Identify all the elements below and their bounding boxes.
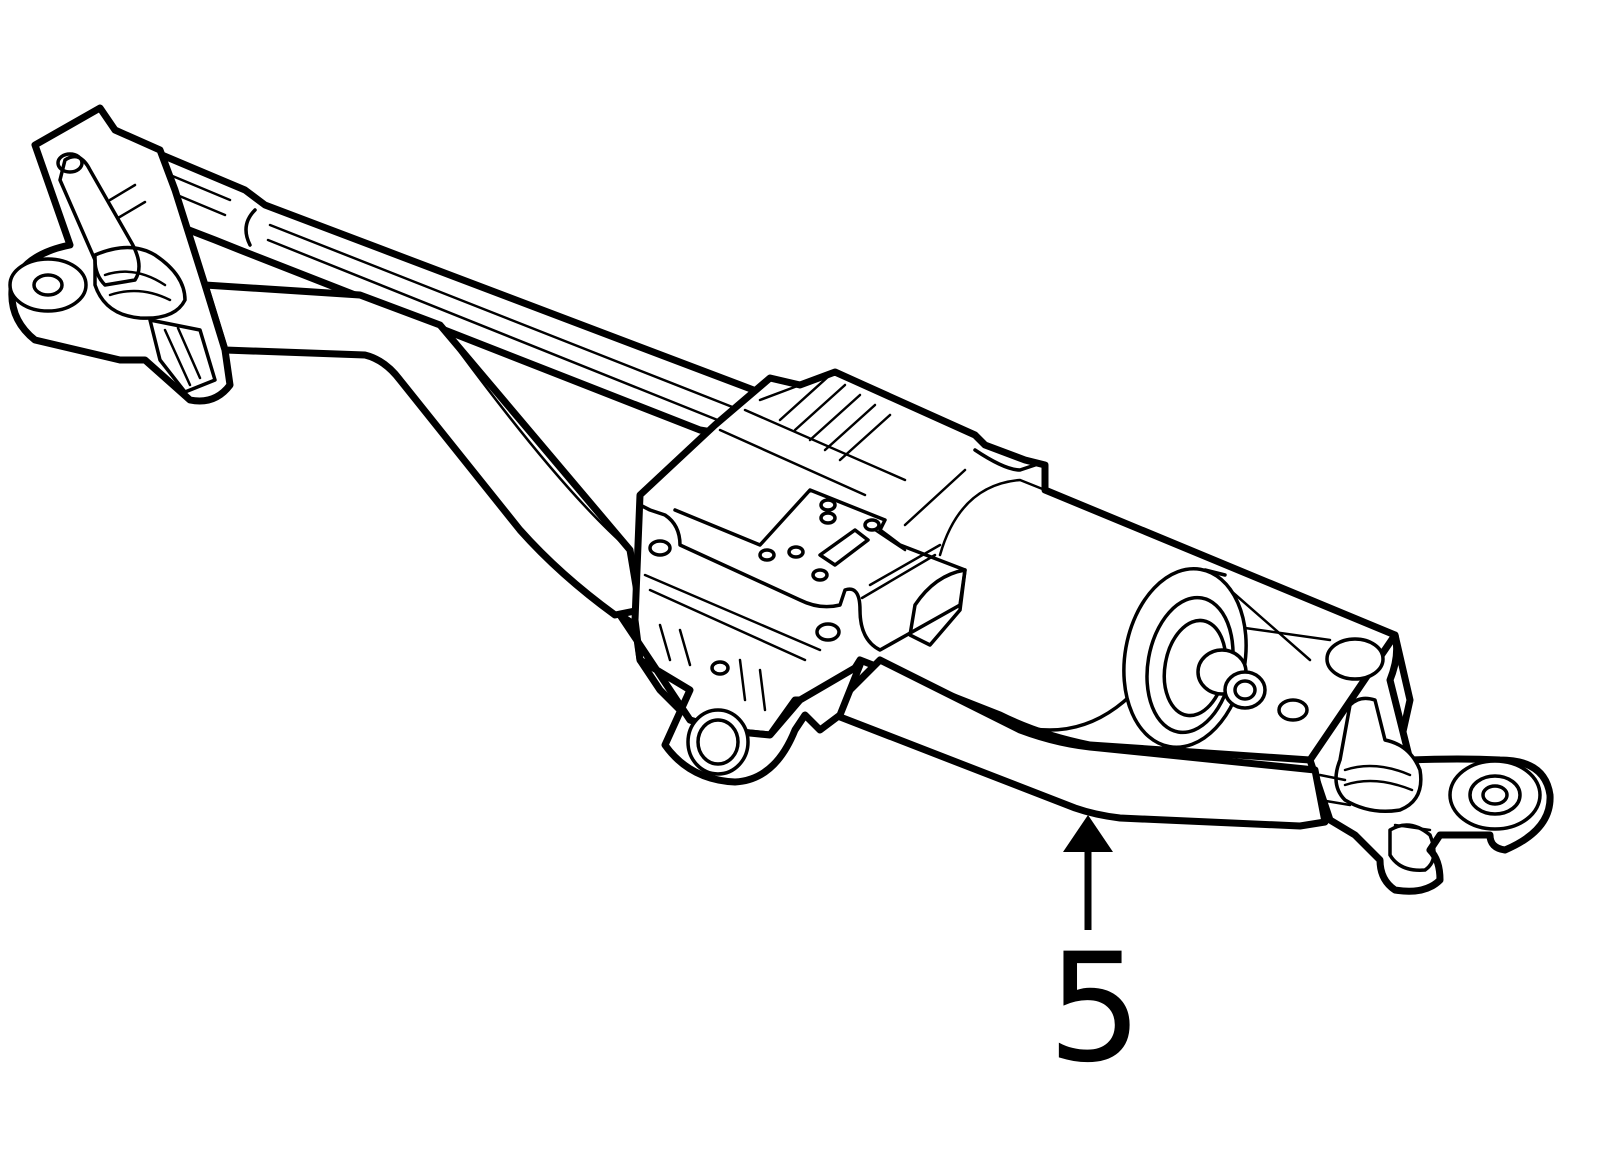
motor-gearbox <box>631 368 1414 764</box>
callout-5: 5 <box>1047 815 1143 1096</box>
frame-tube <box>201 281 644 619</box>
right-pivot-assembly <box>1277 631 1554 895</box>
lower-crank-tube <box>831 656 1329 830</box>
motor-can <box>938 448 1332 749</box>
callout-label: 5 <box>1047 922 1142 1096</box>
left-pivot-assembly <box>8 104 234 405</box>
lower-mount-bracket <box>616 611 864 786</box>
callout-arrowhead <box>1063 815 1113 852</box>
